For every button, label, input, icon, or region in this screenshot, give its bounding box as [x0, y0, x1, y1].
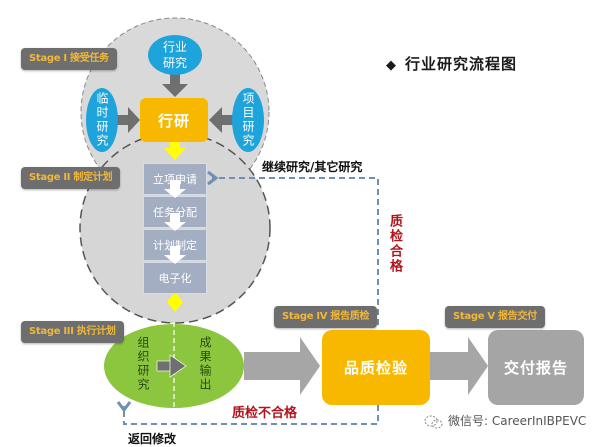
arrow-organize-to-output	[156, 354, 187, 378]
yellow-diamond-plan-to-execute	[167, 292, 183, 312]
input-project-research-label: 项目研究	[241, 92, 255, 148]
dashed-line-fail-loop	[116, 401, 379, 425]
step-digitization: 电子化	[143, 262, 207, 294]
deliver-report-box: 交付报告	[488, 330, 584, 405]
wechat-icon	[424, 415, 443, 428]
step-arrows	[164, 180, 186, 264]
input-project-research: 项目研究	[232, 88, 264, 152]
organize-research-text: 组织研究	[136, 336, 150, 392]
input-adhoc-research: 临时研究	[86, 88, 118, 152]
step-arrow-3	[170, 246, 180, 256]
diagram-title: ◆ 行业研究流程图	[386, 53, 517, 74]
input-industry-research: 行业研究	[148, 35, 202, 75]
arrow-execute-to-qc	[244, 337, 320, 395]
return-revise-label: 返回修改	[128, 432, 177, 446]
stage4-label: Stage IV 报告质检	[274, 306, 378, 328]
step-arrow-2	[170, 213, 180, 223]
core-research-box: 行研	[140, 98, 208, 142]
arrow-left-to-core	[116, 107, 140, 133]
qc-fail-label: 质检不合格	[232, 406, 298, 421]
step-arrow-1-head	[164, 189, 186, 198]
continue-research-label: 继续研究/其它研究	[262, 160, 363, 174]
step-arrow-3-head	[164, 255, 186, 264]
step-plan-making: 计划制定	[143, 229, 207, 261]
diamond-icon: ◆	[386, 58, 397, 73]
stage3-label: Stage III 执行计划	[21, 321, 124, 343]
input-adhoc-research-label: 临时研究	[95, 92, 109, 148]
watermark: 微信号: CareerInIBPEVC	[424, 412, 586, 429]
step-arrow-2-head	[164, 222, 186, 231]
qc-pass-label: 质检合格	[387, 214, 402, 274]
arrow-qc-to-deliver	[430, 337, 488, 395]
stage5-label: Stage V 报告交付	[445, 306, 545, 328]
yellow-arrow-core-to-plan	[164, 142, 186, 160]
watermark-text: 微信号: CareerInIBPEVC	[448, 414, 587, 428]
quality-check-box: 品质检验	[322, 330, 430, 405]
stage1-label: Stage I 接受任务	[21, 48, 117, 70]
diagram-title-text: 行业研究流程图	[405, 55, 518, 73]
input-industry-research-label: 行业研究	[162, 40, 187, 70]
step-arrow-1	[170, 180, 180, 190]
output-results-text: 成果输出	[198, 336, 212, 392]
arrow-top-to-core	[162, 72, 188, 97]
stage2-label: Stage II 制定计划	[21, 167, 121, 189]
arrow-right-to-core	[209, 107, 234, 133]
